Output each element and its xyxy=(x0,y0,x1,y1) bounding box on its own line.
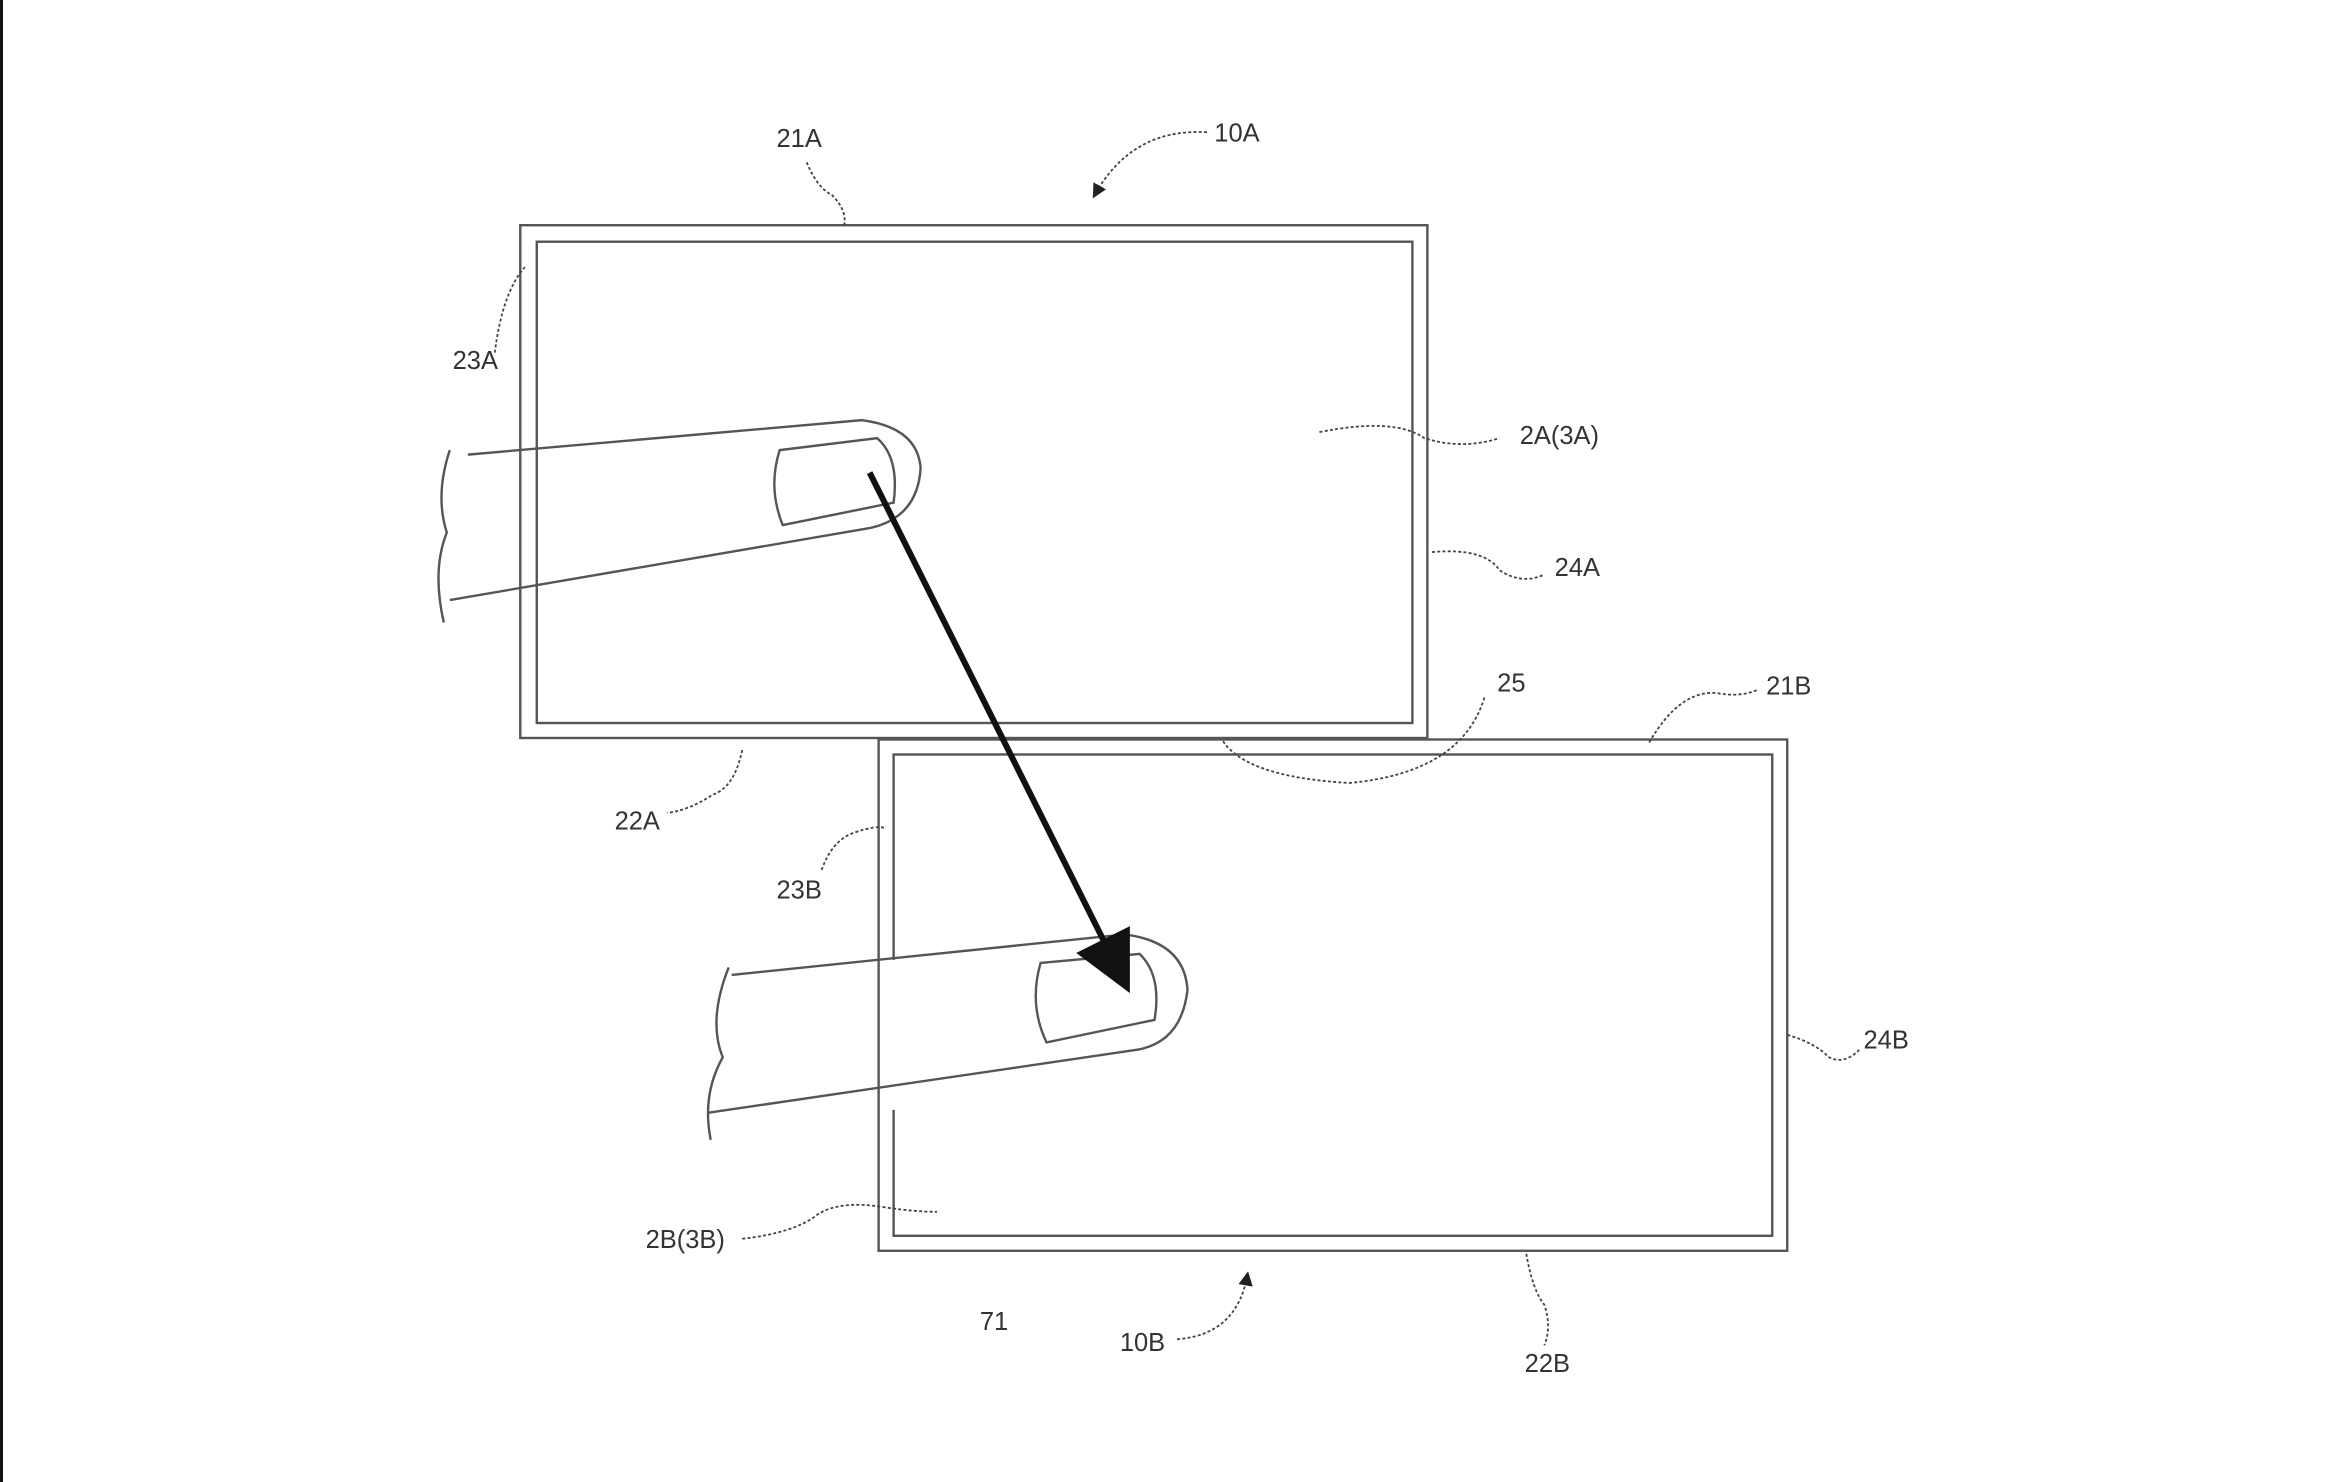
label-24a: 24A xyxy=(1555,554,1600,582)
label-2b-3b: 2B(3B) xyxy=(646,1226,725,1254)
label-2a-3a: 2A(3A) xyxy=(1520,422,1599,450)
label-25: 25 xyxy=(1497,670,1525,698)
screen-a xyxy=(535,240,1414,725)
device-b xyxy=(877,738,1789,1252)
finger-a xyxy=(437,418,922,623)
fingernail-b xyxy=(1034,952,1158,1044)
label-22a: 22A xyxy=(615,807,660,835)
fingernail-a xyxy=(773,436,897,527)
finger-b xyxy=(706,933,1189,1141)
label-24b: 24B xyxy=(1864,1026,1909,1054)
device-a-housing xyxy=(519,224,1429,740)
leader-lines xyxy=(493,131,1860,1346)
drag-arrow xyxy=(866,471,1130,994)
label-10b: 10B xyxy=(1120,1329,1165,1357)
label-21a: 21A xyxy=(776,125,821,153)
label-21b: 21B xyxy=(1766,673,1811,701)
screen-b xyxy=(892,753,1774,1237)
label-22b: 22B xyxy=(1525,1350,1570,1378)
label-23b: 23B xyxy=(776,876,821,904)
device-a xyxy=(519,224,1429,740)
label-71: 71 xyxy=(980,1308,1008,1336)
label-10a: 10A xyxy=(1214,119,1259,147)
device-b-housing xyxy=(877,738,1789,1252)
page-left-border xyxy=(0,0,3,1482)
label-23a: 23A xyxy=(453,347,498,375)
